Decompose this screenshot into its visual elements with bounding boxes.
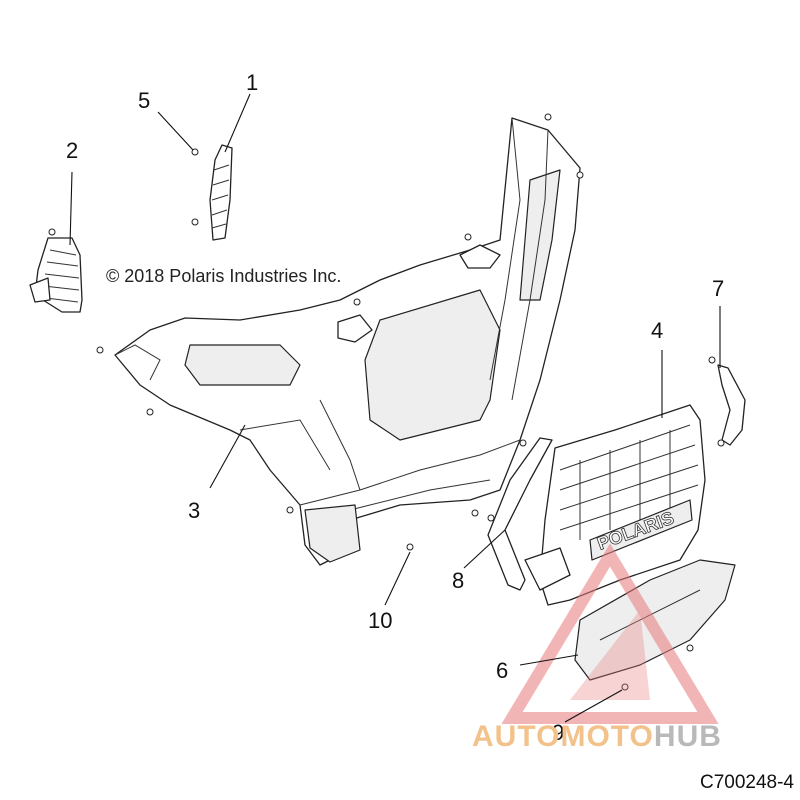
trim-strip-part-7 — [717, 364, 746, 446]
callout-2: 2 — [66, 138, 79, 163]
callout-9: 9 — [552, 720, 565, 745]
watermark-logo — [501, 543, 719, 724]
diagram-code: C700248-4 — [699, 772, 794, 793]
callout-3: 3 — [188, 498, 201, 523]
side-vent-part-1 — [209, 144, 233, 241]
callout-7: 7 — [712, 276, 725, 301]
front-fascia-part-3 — [114, 117, 581, 566]
leader-lines — [69, 93, 721, 723]
copyright-notice: © 2018 Polaris Industries Inc. — [106, 266, 342, 286]
fasteners — [48, 113, 725, 691]
trim-strip-part-8 — [487, 437, 553, 591]
front-grille-part-4: POLARIS — [524, 404, 706, 606]
callout-8: 8 — [452, 568, 465, 593]
callout-4: 4 — [651, 318, 664, 343]
side-grille-part-2 — [29, 237, 83, 313]
callout-1: 1 — [246, 70, 259, 95]
callout-10: 10 — [368, 608, 393, 633]
watermark-word-plain: HUB — [653, 720, 722, 753]
callout-5: 5 — [138, 88, 151, 113]
watermark-word-accent: AUTOMOTO — [472, 720, 654, 753]
callout-6: 6 — [496, 658, 509, 683]
watermark-text: AUTOMOTOHUB — [472, 720, 722, 754]
